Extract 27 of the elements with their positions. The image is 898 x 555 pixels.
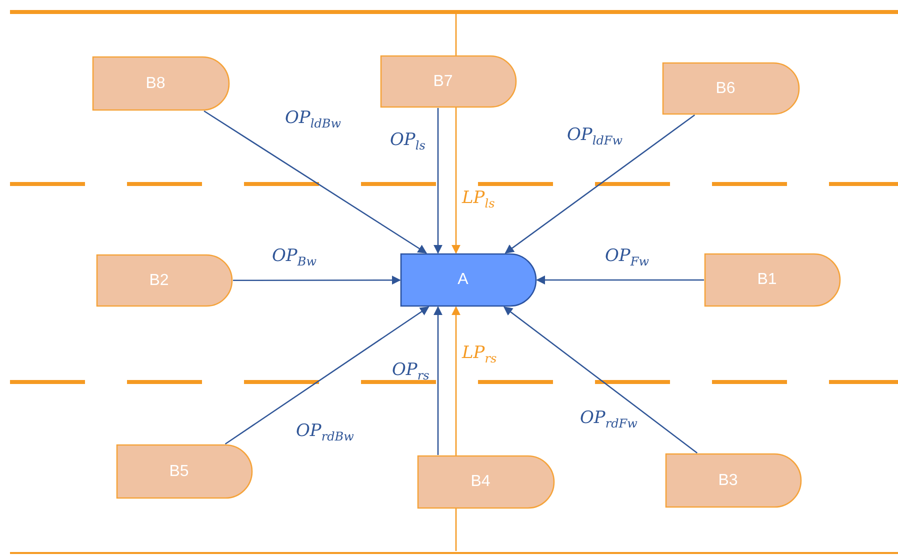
vehicle-label: B7 xyxy=(433,72,453,90)
vehicle-label: B5 xyxy=(169,462,189,480)
arrow xyxy=(536,275,704,285)
edge-label: OP$_{ldBw}$ xyxy=(285,108,341,130)
edge-label: OP$_{rdFw}$ xyxy=(580,408,638,430)
edge-label: LP$_{ls}$ xyxy=(462,188,495,210)
vehicle-label: B2 xyxy=(149,272,169,290)
edge-label: OP$_{Fw}$ xyxy=(605,246,649,268)
arrow xyxy=(204,110,428,254)
arrow xyxy=(224,306,430,445)
edge-label: OP$_{rs}$ xyxy=(392,360,430,382)
vehicle-label: B6 xyxy=(716,80,736,98)
arrow xyxy=(503,306,698,454)
vehicle-label: A xyxy=(458,271,468,289)
vehicle-label: B3 xyxy=(718,472,738,490)
arrow xyxy=(433,306,443,455)
arrow xyxy=(233,276,401,285)
vehicle-label: B1 xyxy=(757,271,777,289)
edge-label: OP$_{ls}$ xyxy=(390,130,426,152)
edge-label: OP$_{ldFw}$ xyxy=(567,125,623,148)
arrow xyxy=(433,108,443,254)
arrow xyxy=(504,114,696,254)
edge-label: OP$_{rdBw}$ xyxy=(296,421,354,444)
edge-label: LP$_{rs}$ xyxy=(462,343,497,366)
vehicle-label: B8 xyxy=(146,74,166,92)
edge-label: OP$_{Bw}$ xyxy=(272,246,316,268)
vehicle-label: B4 xyxy=(470,473,490,491)
